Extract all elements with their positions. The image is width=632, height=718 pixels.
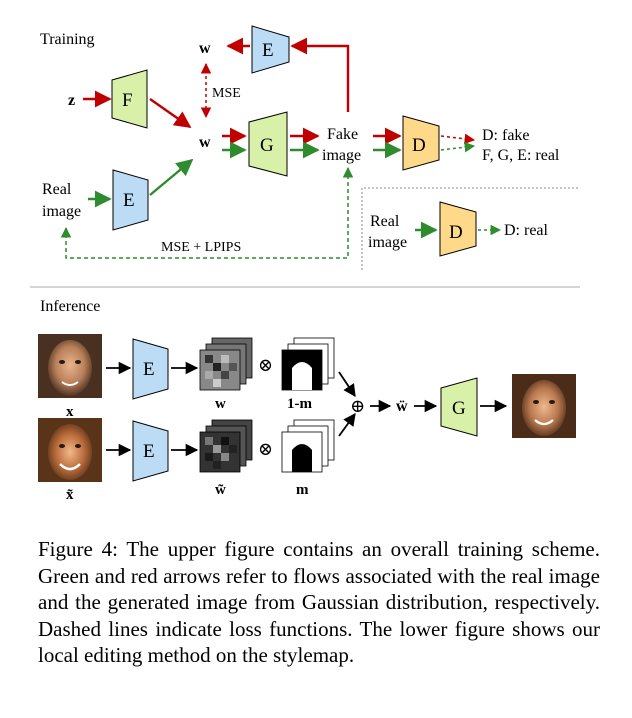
e2-label: E — [143, 441, 155, 462]
m-label: m — [296, 482, 309, 498]
d-real-block-label: D — [449, 222, 463, 243]
mse-label: MSE — [212, 86, 241, 101]
otimes-top: ⊗ — [258, 355, 273, 375]
w-label: w — [215, 396, 226, 412]
otimes-bottom: ⊗ — [258, 439, 273, 459]
z-label: z — [68, 92, 75, 109]
x-label: x — [66, 404, 74, 420]
real-image2-label-1: Real — [370, 213, 400, 230]
x-tilde-label: x̃ — [66, 487, 74, 503]
output-face — [512, 374, 576, 438]
figure-caption: Figure 4: The upper figure contains an o… — [38, 537, 600, 668]
w-mid-label: w — [199, 134, 211, 151]
stylemap-w-tilde — [199, 419, 253, 473]
mask-one-minus-m — [281, 337, 335, 391]
training-label: Training — [40, 31, 95, 48]
input-face-x — [38, 334, 102, 398]
e-real-label: E — [123, 190, 135, 211]
e1-label: E — [143, 359, 155, 380]
real-image2-label-2: image — [368, 234, 407, 251]
d-fake-label: D: fake — [482, 127, 530, 144]
fake-to-e-top-arrow — [290, 37, 350, 112]
d-to-real-dashed — [440, 141, 476, 153]
fake-image-label-2: image — [322, 147, 361, 164]
w-top-label: w — [199, 40, 211, 57]
stylemap-w — [199, 337, 253, 391]
one-minus-m-label: 1-m — [287, 396, 312, 412]
real-image-label-2: image — [42, 203, 81, 220]
mask-m — [281, 419, 335, 473]
g-label: G — [260, 135, 274, 156]
g-inference-block — [440, 377, 478, 437]
oplus-symbol: ⊕ — [350, 396, 365, 416]
d-block — [402, 115, 440, 171]
fge-real-label: F, G, E: real — [482, 147, 560, 164]
input-face-x-tilde — [38, 418, 102, 482]
figure-diagram: Training z F E w MSE w G Fake image D D:… — [30, 25, 580, 503]
e1-block — [132, 338, 169, 400]
d-label: D — [412, 135, 426, 156]
d-real-block — [439, 201, 477, 257]
inference-label: Inference — [40, 298, 100, 315]
f-block — [111, 69, 148, 129]
bottom-to-oplus-arrow — [338, 412, 356, 437]
e2-block — [132, 420, 169, 482]
f-label: F — [122, 90, 133, 111]
g-inference-label: G — [452, 398, 466, 419]
inset-border — [361, 187, 578, 270]
d-real-label: D: real — [504, 222, 549, 239]
e-top-block — [251, 25, 290, 74]
e-to-w-green — [149, 158, 194, 196]
f-to-w-arrow — [149, 98, 192, 128]
w-tilde-label: w̃ — [215, 482, 226, 498]
fake-image-label-1: Fake — [327, 126, 358, 143]
w-ddot-label: ẅ — [396, 398, 408, 415]
d-to-fake-dashed — [440, 133, 476, 145]
top-to-oplus-arrow — [338, 371, 356, 398]
real-image-label-1: Real — [42, 181, 72, 198]
mse-lpips-label: MSE + LPIPS — [161, 240, 241, 255]
e-top-label: E — [262, 40, 274, 61]
mse-lpips-dashed — [60, 166, 354, 259]
